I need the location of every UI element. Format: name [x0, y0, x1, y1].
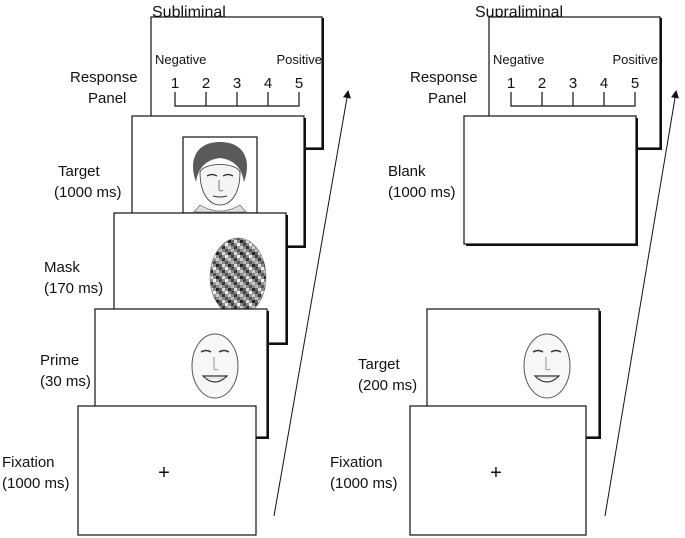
scale-point-3: 3 — [233, 75, 241, 92]
scale-point-4: 4 — [600, 75, 608, 92]
supraliminal-response-label-2: Panel — [428, 90, 466, 107]
scale-point-2: 2 — [202, 75, 210, 92]
scale-bracket — [510, 92, 636, 107]
subliminal-prime-label-2: (30 ms) — [40, 373, 91, 390]
positive-label: Positive — [276, 52, 322, 67]
subliminal-response-label-2: Panel — [88, 90, 126, 107]
supraliminal-fixation-label-1: Fixation — [330, 454, 383, 471]
subliminal-fixation-label-2: (1000 ms) — [2, 475, 70, 492]
scale-point-4: 4 — [264, 75, 272, 92]
neutral-face-photo-icon — [182, 136, 258, 214]
supraliminal-target-label-2: (200 ms) — [358, 377, 417, 394]
scale-point-5: 5 — [295, 75, 303, 92]
noise-mask-icon — [209, 237, 267, 317]
negative-label: Negative — [155, 52, 206, 67]
supraliminal-target-label-1: Target — [358, 356, 401, 373]
smiling-face-icon — [523, 333, 571, 399]
fixation-cross-icon: + — [490, 462, 502, 484]
positive-label: Positive — [612, 52, 658, 67]
subliminal-mask-label-1: Mask — [44, 259, 80, 276]
subliminal-target-label-1: Target — [58, 163, 101, 180]
subliminal-target-label-2: (1000 ms) — [54, 184, 122, 201]
scale-point-5: 5 — [631, 75, 639, 92]
subliminal-response-label-1: Response — [70, 69, 138, 86]
scale-point-1: 1 — [507, 75, 515, 92]
subliminal-prime-label-1: Prime — [40, 352, 79, 369]
subliminal-mask-label-2: (170 ms) — [44, 280, 103, 297]
fixation-cross-icon: + — [158, 462, 170, 484]
negative-label: Negative — [493, 52, 544, 67]
subliminal-fixation-label-1: Fixation — [2, 454, 55, 471]
supraliminal-fixation-label-2: (1000 ms) — [330, 475, 398, 492]
supraliminal-blank-label-1: Blank — [388, 163, 426, 180]
subliminal-fixation-screen: + — [77, 405, 257, 536]
time-arrow-icon — [273, 90, 351, 517]
smiling-face-icon — [191, 333, 239, 399]
scale-point-2: 2 — [538, 75, 546, 92]
supraliminal-blank-screen — [463, 115, 638, 246]
time-arrow-icon — [604, 90, 679, 517]
supraliminal-response-label-1: Response — [410, 69, 478, 86]
supraliminal-fixation-screen: + — [409, 405, 587, 536]
supraliminal-blank-label-2: (1000 ms) — [388, 184, 456, 201]
scale-bracket — [174, 92, 300, 107]
scale-point-3: 3 — [569, 75, 577, 92]
scale-point-1: 1 — [171, 75, 179, 92]
